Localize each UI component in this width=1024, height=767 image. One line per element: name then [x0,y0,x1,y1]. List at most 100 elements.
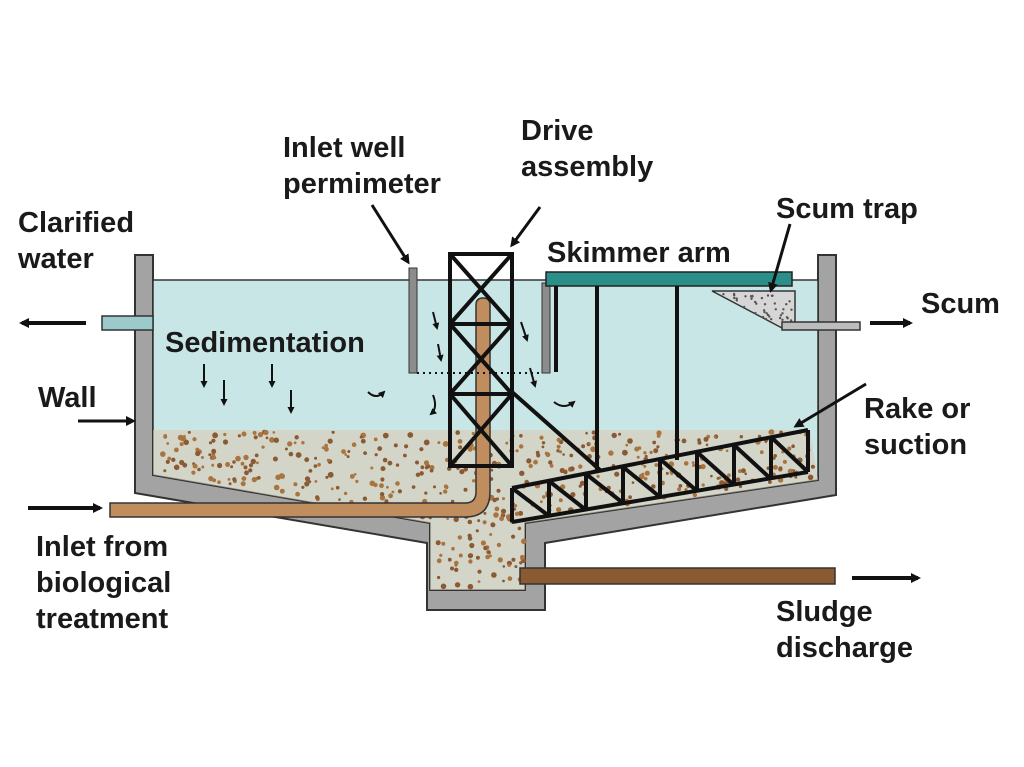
sludge-particle [294,435,299,440]
sludge-particle [440,583,447,590]
sludge-particle [211,448,217,454]
scum-particle [735,299,738,302]
sludge-particle [618,432,622,436]
sludge-particle [703,436,709,442]
sludge-particle [656,445,660,449]
sludge-particle [596,474,600,478]
sludge-particle [273,437,279,443]
sludge-particle [295,452,302,458]
sludge-particle [330,487,334,491]
sludge-particle [467,536,473,541]
sludge-particle [344,453,348,456]
flow-direction-arrows [19,318,921,583]
pointer-arrows [78,204,867,428]
sludge-particle [261,445,265,449]
sludge-particle [454,567,459,572]
sludge-particle [544,451,549,455]
sludge-particle [379,492,385,497]
label-sludge-1: Sludge [776,596,873,628]
sludge-particle [716,476,720,480]
sludge-particle [377,446,383,451]
sludge-particle [794,475,798,479]
sludge-particle [791,444,795,449]
scum-particle [743,305,746,309]
sludge-particle [192,463,198,469]
sludge-particle [327,471,334,478]
sludge-particle [631,481,635,484]
label-sludge-2: discharge [776,632,913,664]
sludge-particle [697,438,701,442]
sludge-particle [738,469,742,474]
scum-particle [781,318,784,321]
sludge-particle [455,430,461,435]
sludge-particle [807,474,814,481]
sludge-particle [556,444,561,449]
sludge-particle [257,476,261,480]
sludge-particle [511,557,516,562]
sludge-particle [475,529,479,533]
sludge-particle [397,489,402,494]
sludge-particle [463,467,469,472]
sludge-particle [407,432,414,438]
sludge-particle [343,491,348,496]
sludge-particle [265,436,269,440]
sludge-particle [558,450,563,454]
sludge-particle [637,446,642,450]
sludge-particle [433,485,436,489]
sludge-particle [443,484,448,489]
sludge-particle [497,557,503,563]
sludge-particle [684,488,688,492]
label-inlet-3: treatment [36,603,168,635]
sludge-particle [778,466,783,471]
sludge-particle [652,440,657,445]
sludge-particle [477,569,482,574]
sludge-particle [480,540,486,546]
sludge-particle [369,480,376,487]
sludge-particle [230,465,234,469]
sludge-particle [683,461,689,466]
sludge-particle [502,565,506,568]
sludge-particle [638,473,645,480]
sludge-particle [250,458,256,465]
sludge-particle [458,445,463,450]
sludge-particle [458,553,463,558]
sludge-particle [518,510,524,516]
sludge-particle [325,475,329,479]
sludge-particle [556,449,560,453]
sludge-particle [243,454,249,461]
sludge-particle [173,464,180,471]
inlet-well-wall-right [541,282,551,374]
sludge-particle [483,545,488,551]
sludge-particle [450,566,454,571]
sludge-particle [393,443,398,448]
sludge-particle [451,546,455,551]
scum-particle [733,296,736,300]
scum-particle [762,309,766,312]
sludge-particle [558,498,563,503]
sludge-particle [349,474,355,479]
sludge-particle [735,477,741,482]
sludge-particle [217,462,223,469]
sludge-particle [549,464,554,468]
sludge-particle [710,474,713,478]
sludge-particle [423,460,430,466]
scum-particle [770,318,773,321]
sludge-particle [411,485,416,489]
sludge-particle [705,443,709,447]
label-skimmer-arm: Skimmer arm [547,237,731,269]
sludge-particle [244,470,249,476]
sludge-particle [232,460,236,464]
sludge-particle [362,496,368,501]
sludge-particle [272,431,276,434]
sludge-particle [450,499,455,504]
scum-particle [764,317,768,321]
sludge-particle [719,480,725,486]
sludge-particle [212,432,219,439]
sludge-particle [505,441,509,445]
sludge-particle [269,437,275,443]
scum-particles [722,292,793,322]
sludge-particle [360,438,366,444]
sludge-particle [670,472,674,476]
sludge-particle [691,461,695,464]
sludge-particle [614,471,620,477]
